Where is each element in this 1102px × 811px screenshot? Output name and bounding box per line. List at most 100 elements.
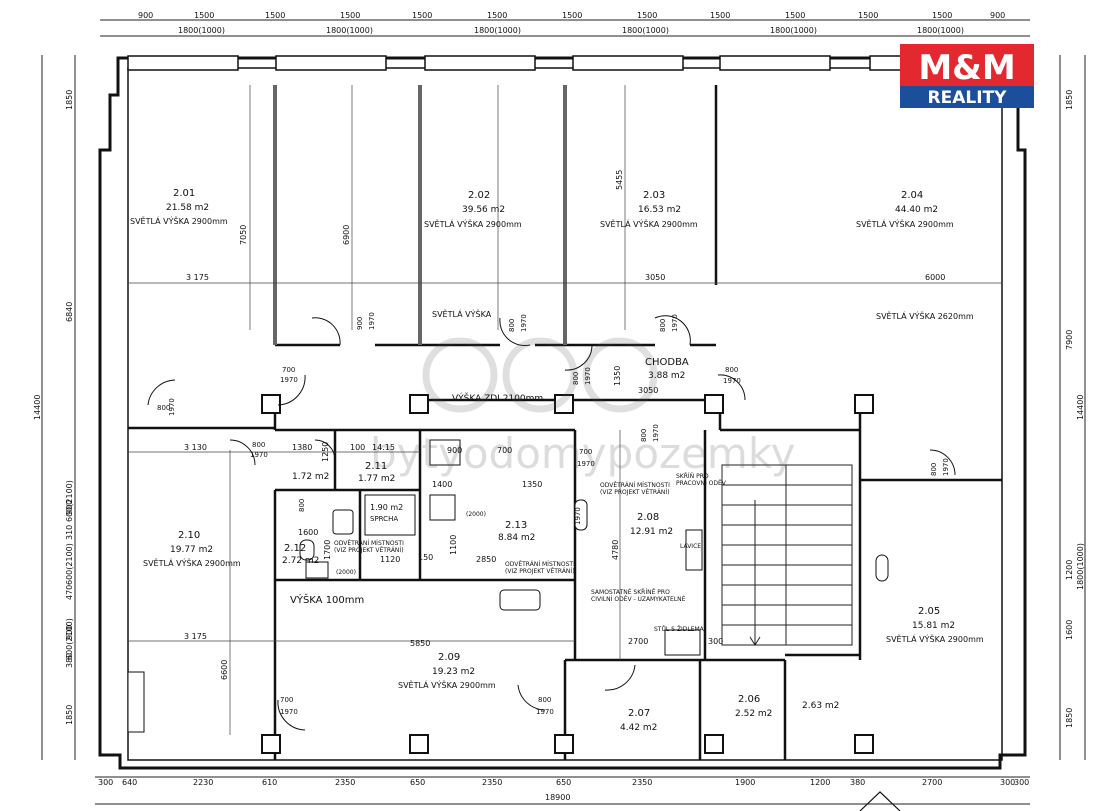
- watermark: bytyodomypozemky: [370, 337, 796, 478]
- room-2-03-area: 16.53 m2: [638, 205, 681, 215]
- svg-text:7050: 7050: [239, 225, 248, 245]
- svg-text:600(2100): 600(2100): [65, 618, 74, 660]
- dim-top-6: 1500: [562, 11, 582, 20]
- svg-text:300: 300: [708, 637, 723, 646]
- dim-top-4: 1500: [412, 11, 432, 20]
- svg-text:650: 650: [410, 778, 425, 787]
- interior-dimension-lines: [128, 85, 1002, 735]
- svg-text:1800(1000): 1800(1000): [1076, 543, 1085, 590]
- svg-text:800: 800: [252, 441, 265, 449]
- dim-top-5: 1500: [487, 11, 507, 20]
- label-samostatne-2: CIVILNÍ ODĚV - UZAMYKATELNÉ: [591, 595, 686, 603]
- svg-text:1970: 1970: [723, 377, 741, 385]
- dim-top-b-4: 1800(1000): [770, 26, 817, 35]
- room-labels: 2.01 21.58 m2 SVĚTLÁ VÝŠKA 2900mm 2.02 3…: [130, 188, 984, 733]
- brand-logo: M&M REALITY: [900, 44, 1034, 108]
- logo-red-block: [900, 44, 1034, 86]
- room-2-01-area: 21.58 m2: [166, 203, 209, 213]
- svg-text:4780: 4780: [611, 540, 620, 560]
- svg-text:3 130: 3 130: [184, 443, 207, 452]
- room-2-09-area: 19.23 m2: [432, 667, 475, 677]
- svg-text:300: 300: [1000, 778, 1015, 787]
- door-swings: [147, 315, 956, 731]
- svg-text:1970: 1970: [577, 460, 595, 468]
- svg-text:800: 800: [508, 319, 516, 332]
- svg-text:1120: 1120: [380, 555, 400, 564]
- room-2-10-id: 2.10: [178, 530, 200, 541]
- svg-text:470: 470: [65, 585, 74, 600]
- label-svetla-vyska: SVĚTLÁ VÝŠKA: [432, 308, 492, 319]
- svg-text:6900: 6900: [342, 225, 351, 245]
- svg-text:5850: 5850: [410, 639, 430, 648]
- label-2000-a: (2000): [466, 511, 486, 518]
- svg-text:1970: 1970: [250, 451, 268, 459]
- north-arrow: [859, 791, 901, 811]
- svg-text:900: 900: [356, 317, 364, 330]
- room-2-03-height: SVĚTLÁ VÝŠKA 2900mm: [600, 218, 698, 229]
- hatched-partitions: [273, 85, 567, 345]
- room-2-02-id: 2.02: [468, 190, 490, 201]
- svg-text:900: 900: [65, 500, 74, 515]
- dim-top-9: 1500: [785, 11, 805, 20]
- logo-graphic: M&M REALITY: [900, 44, 1034, 108]
- svg-text:14400: 14400: [33, 395, 42, 420]
- svg-text:1970: 1970: [168, 398, 176, 416]
- svg-text:1970: 1970: [574, 507, 582, 525]
- svg-text:800: 800: [930, 463, 938, 476]
- svg-text:6840: 6840: [65, 302, 74, 322]
- logo-text-reality: REALITY: [928, 88, 1008, 108]
- dim-bottom-total: 18900: [545, 793, 570, 802]
- room-2-05-area: 15.81 m2: [912, 621, 955, 631]
- svg-text:1970: 1970: [584, 367, 592, 385]
- svg-text:300: 300: [98, 778, 113, 787]
- room-2-11-area: 1.77 m2: [358, 474, 395, 484]
- svg-text:700: 700: [282, 366, 295, 374]
- svg-text:2350: 2350: [335, 778, 355, 787]
- svg-text:5455: 5455: [615, 170, 624, 190]
- dim-top-7: 1500: [637, 11, 657, 20]
- left-dimension-lines: [41, 55, 76, 760]
- svg-text:1400: 1400: [432, 480, 452, 489]
- room-2-06-area: 2.52 m2: [735, 709, 772, 719]
- svg-text:1380: 1380: [292, 443, 312, 452]
- room-2-12-id: 2.12: [284, 543, 306, 554]
- room-2-07-area: 4.42 m2: [620, 723, 657, 733]
- room-2-08-id: 2.08: [637, 512, 659, 523]
- room-2-01-id: 2.01: [173, 188, 195, 199]
- label-svetla-vyska-2620: SVĚTLÁ VÝŠKA 2620mm: [876, 310, 974, 321]
- dim-top-12: 900: [990, 11, 1005, 20]
- label-samostatne-1: SAMOSTATNÉ SKŘÍNĚ PRO: [591, 588, 670, 596]
- svg-text:300: 300: [1014, 778, 1029, 787]
- label-sprcha: SPRCHA: [370, 515, 398, 523]
- room-2-01-height: SVĚTLÁ VÝŠKA 2900mm: [130, 215, 228, 226]
- svg-text:640: 640: [122, 778, 137, 787]
- svg-text:7900: 7900: [1065, 330, 1074, 350]
- room-chodba-area: 3.88 m2: [648, 371, 685, 381]
- svg-text:800: 800: [157, 404, 170, 412]
- svg-text:800: 800: [659, 319, 667, 332]
- logo-text-mm: M&M: [918, 48, 1015, 88]
- bottom-dimension-lines: [95, 776, 1030, 805]
- room-2-05-height: SVĚTLÁ VÝŠKA 2900mm: [886, 633, 984, 644]
- svg-text:1850: 1850: [65, 90, 74, 110]
- room-2-12-area: 2.72 m2: [282, 556, 319, 566]
- room-2-05-id: 2.05: [918, 606, 940, 617]
- svg-text:2850: 2850: [476, 555, 496, 564]
- right-dimension-text: 1850 7900 14400 1200 1600 1850 1800(1000…: [1065, 90, 1085, 728]
- svg-text:310: 310: [65, 525, 74, 540]
- room-2-04-height: SVĚTLÁ VÝŠKA 2900mm: [856, 218, 954, 229]
- logo-blue-block: [900, 86, 1034, 108]
- svg-text:650: 650: [556, 778, 571, 787]
- svg-text:3050: 3050: [645, 273, 665, 282]
- label-lavice: LAVICE: [680, 543, 701, 550]
- dim-top-b-0: 1800(1000): [178, 26, 225, 35]
- svg-text:1970: 1970: [671, 314, 679, 332]
- label-vetrani-c2: (VIZ PROJEKT VĚTRÁNÍ): [505, 567, 575, 575]
- svg-text:380: 380: [65, 653, 74, 668]
- svg-text:600(2100): 600(2100): [65, 543, 74, 585]
- svg-text:1100: 1100: [449, 535, 458, 555]
- label-skrin-2: PRACOVNÍ ODĚV: [676, 479, 727, 487]
- sanitary-fixtures: [127, 439, 889, 733]
- interior-dimension-text: 7050 6900 5455 3 175 3050 6000 6600 3 13…: [184, 170, 945, 680]
- dim-top-3: 1500: [340, 11, 360, 20]
